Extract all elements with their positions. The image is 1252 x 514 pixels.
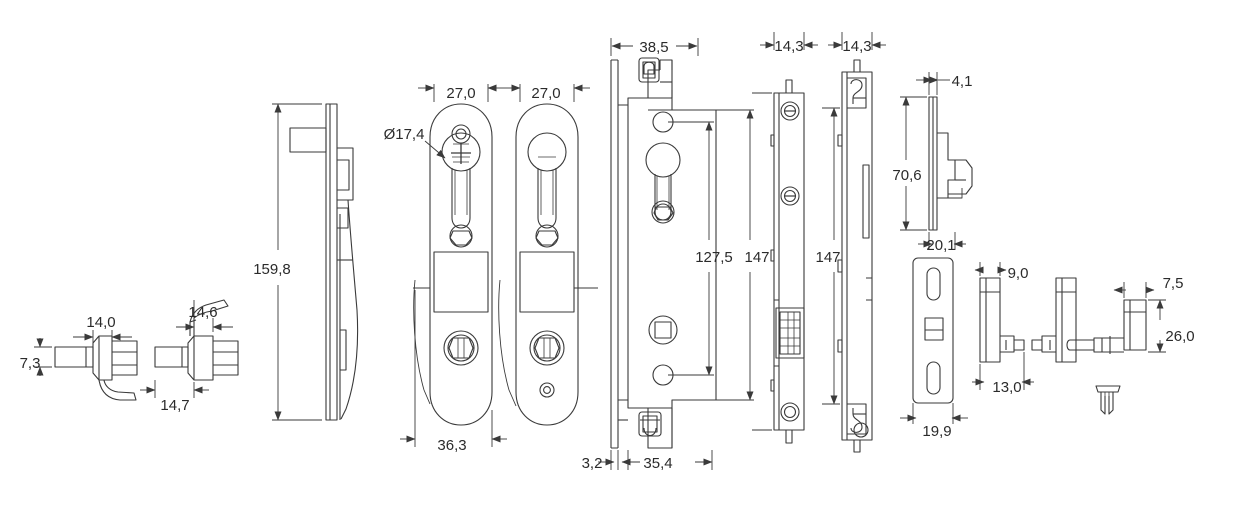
view-faceplate-right xyxy=(837,59,873,453)
view-escutcheon-right xyxy=(498,103,598,426)
dim-label-27-0-a: 27,0 xyxy=(446,85,475,102)
view-hook-cam-large xyxy=(154,299,239,381)
dim-label-14-0: 14,0 xyxy=(86,314,115,331)
view-escutcheon-left xyxy=(413,103,493,426)
dim-14-3-right xyxy=(828,32,886,50)
dim-label-7-3: 7,3 xyxy=(20,355,41,372)
dim-3-2 xyxy=(598,450,619,470)
dim-36-3 xyxy=(400,290,507,447)
dim-20-1 xyxy=(918,232,966,250)
dim-label-36-3: 36,3 xyxy=(437,437,466,454)
dim-label-14-3-b: 14,3 xyxy=(842,38,871,55)
dim-label-9-0: 9,0 xyxy=(1008,265,1029,282)
dim-13-0 xyxy=(972,352,1034,390)
view-handle-side xyxy=(289,103,359,421)
dim-14-0 xyxy=(73,330,132,345)
dim-35-4 xyxy=(621,450,713,470)
dim-label-27-0-b: 27,0 xyxy=(531,85,560,102)
view-striker-a xyxy=(979,277,1025,363)
dim-o17-4-leader xyxy=(424,140,446,159)
dim-label-14-7: 14,7 xyxy=(160,397,189,414)
dim-label-38-5: 38,5 xyxy=(639,39,668,56)
dim-label-20-1: 20,1 xyxy=(926,237,955,254)
view-rivet xyxy=(1095,385,1121,415)
dim-27-0-right xyxy=(504,84,590,102)
dim-label-13-0: 13,0 xyxy=(992,379,1021,396)
dim-7-3 xyxy=(34,338,52,376)
dim-label-3-2: 3,2 xyxy=(582,455,603,472)
dim-159-8 xyxy=(272,103,322,421)
dim-label-o17-4: Ø17,4 xyxy=(384,126,425,143)
dim-4-1 xyxy=(916,72,950,95)
dim-14-6 xyxy=(176,300,233,332)
dim-label-19-9: 19,9 xyxy=(922,423,951,440)
dim-label-159-8: 159,8 xyxy=(253,261,291,278)
dim-label-147-b: 147 xyxy=(815,249,840,266)
dim-27-0-left xyxy=(418,84,504,102)
dim-7-5 xyxy=(1113,282,1155,298)
dim-147-faceplate-left xyxy=(752,92,772,431)
dimension-labels: 7,3 14,0 14,6 14,7 159,8 Ø17,4 27,0 27,0… xyxy=(20,38,1195,472)
view-striker-b xyxy=(1031,277,1077,363)
dim-label-35-4: 35,4 xyxy=(643,455,672,472)
dim-14-7 xyxy=(140,380,209,398)
dim-147-lockbody xyxy=(700,109,754,401)
dim-147-faceplate-right xyxy=(822,107,840,405)
dim-label-7-5: 7,5 xyxy=(1163,275,1184,292)
dim-26-0 xyxy=(1148,299,1166,353)
view-hook-cam-small xyxy=(54,335,138,401)
dim-38-5 xyxy=(610,38,699,56)
dim-127-5 xyxy=(668,121,714,376)
view-keep-front xyxy=(912,257,954,424)
view-faceplate-left xyxy=(770,79,805,444)
dim-label-14-6: 14,6 xyxy=(188,304,217,321)
dim-label-26-0: 26,0 xyxy=(1165,328,1194,345)
dim-9-0 xyxy=(974,262,1007,276)
dim-label-4-1: 4,1 xyxy=(952,73,973,90)
dim-label-70-6: 70,6 xyxy=(892,167,921,184)
dim-label-14-3-a: 14,3 xyxy=(774,38,803,55)
dim-70-6 xyxy=(900,96,927,231)
dim-label-127-5: 127,5 xyxy=(695,249,733,266)
dim-14-3-left xyxy=(760,32,818,50)
view-striker-c xyxy=(1066,299,1147,354)
view-lock-body xyxy=(610,57,717,449)
view-keep-side xyxy=(928,96,973,231)
dim-label-147-a: 147 xyxy=(744,249,769,266)
